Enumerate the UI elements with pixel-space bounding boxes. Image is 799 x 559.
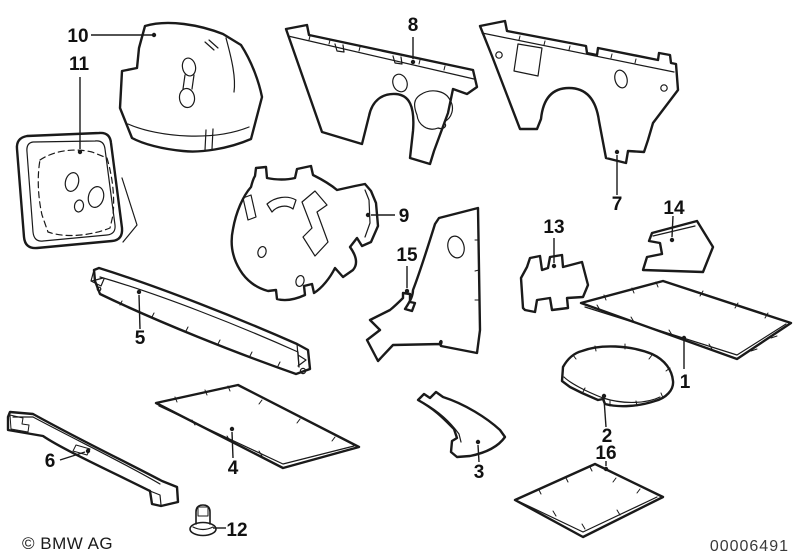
part-label-1[interactable]: 1 <box>680 372 691 393</box>
leader-dot-16 <box>603 466 609 472</box>
part-9-drawing <box>230 164 380 302</box>
part-label-4[interactable]: 4 <box>228 458 239 479</box>
part-15-drawing <box>365 206 482 363</box>
part-3-drawing <box>416 390 507 459</box>
part-14-drawing <box>641 219 715 274</box>
part-label-12[interactable]: 12 <box>226 520 247 541</box>
part-6-drawing <box>6 410 180 508</box>
part-label-7[interactable]: 7 <box>612 194 623 215</box>
drawing-number: 00006491 <box>709 538 789 555</box>
part-label-15[interactable]: 15 <box>396 245 418 266</box>
part-11-drawing <box>15 131 138 250</box>
part-label-6[interactable]: 6 <box>45 451 56 472</box>
leader-14 <box>671 215 674 238</box>
part-5-drawing <box>90 266 312 376</box>
leader-lines <box>59 32 687 529</box>
part-label-3[interactable]: 3 <box>474 462 485 483</box>
part-label-5[interactable]: 5 <box>135 328 146 349</box>
part-callouts: 10 11 8 7 9 15 13 14 5 6 4 12 3 2 16 1 <box>45 15 691 541</box>
leader-dot-13 <box>551 263 557 269</box>
leader-dot-14 <box>669 237 675 243</box>
part-label-11[interactable]: 11 <box>69 54 90 75</box>
part-13-drawing <box>519 253 590 314</box>
part-8-drawing <box>284 23 479 166</box>
part-1-drawing <box>579 279 793 361</box>
leader-dot-8 <box>410 59 416 65</box>
leader-dot-11 <box>77 149 83 155</box>
part-4-drawing <box>154 383 361 470</box>
part-7-drawing <box>478 19 680 165</box>
leader-3 <box>477 444 480 463</box>
leader-2 <box>603 398 607 428</box>
leader-dot-6 <box>85 448 91 454</box>
part-label-14[interactable]: 14 <box>663 198 685 219</box>
part-label-16[interactable]: 16 <box>595 443 616 464</box>
leader-dot-5 <box>136 289 142 295</box>
leader-4 <box>231 431 234 459</box>
leader-dot-2 <box>601 393 607 399</box>
part-label-10[interactable]: 10 <box>67 26 88 47</box>
part-label-2[interactable]: 2 <box>602 426 613 447</box>
leader-6 <box>59 451 86 461</box>
leader-5 <box>138 294 141 330</box>
leader-dot-10 <box>151 32 157 38</box>
diagram-artwork <box>6 19 793 539</box>
part-16-drawing <box>513 462 665 539</box>
leader-dot-4 <box>229 426 235 432</box>
leader-dot-9 <box>365 212 371 218</box>
leader-dot-7 <box>614 149 620 155</box>
part-label-13[interactable]: 13 <box>543 217 564 238</box>
copyright-notice: © BMW AG <box>22 534 114 553</box>
leader-dot-3 <box>475 439 481 445</box>
part-label-9[interactable]: 9 <box>399 206 410 227</box>
part-2-drawing <box>560 343 675 408</box>
leader-dot-1 <box>681 335 687 341</box>
part-12-drawing <box>189 504 217 537</box>
leader-dot-15 <box>404 288 410 294</box>
part-label-8[interactable]: 8 <box>408 15 419 36</box>
part-10-drawing <box>118 21 264 153</box>
